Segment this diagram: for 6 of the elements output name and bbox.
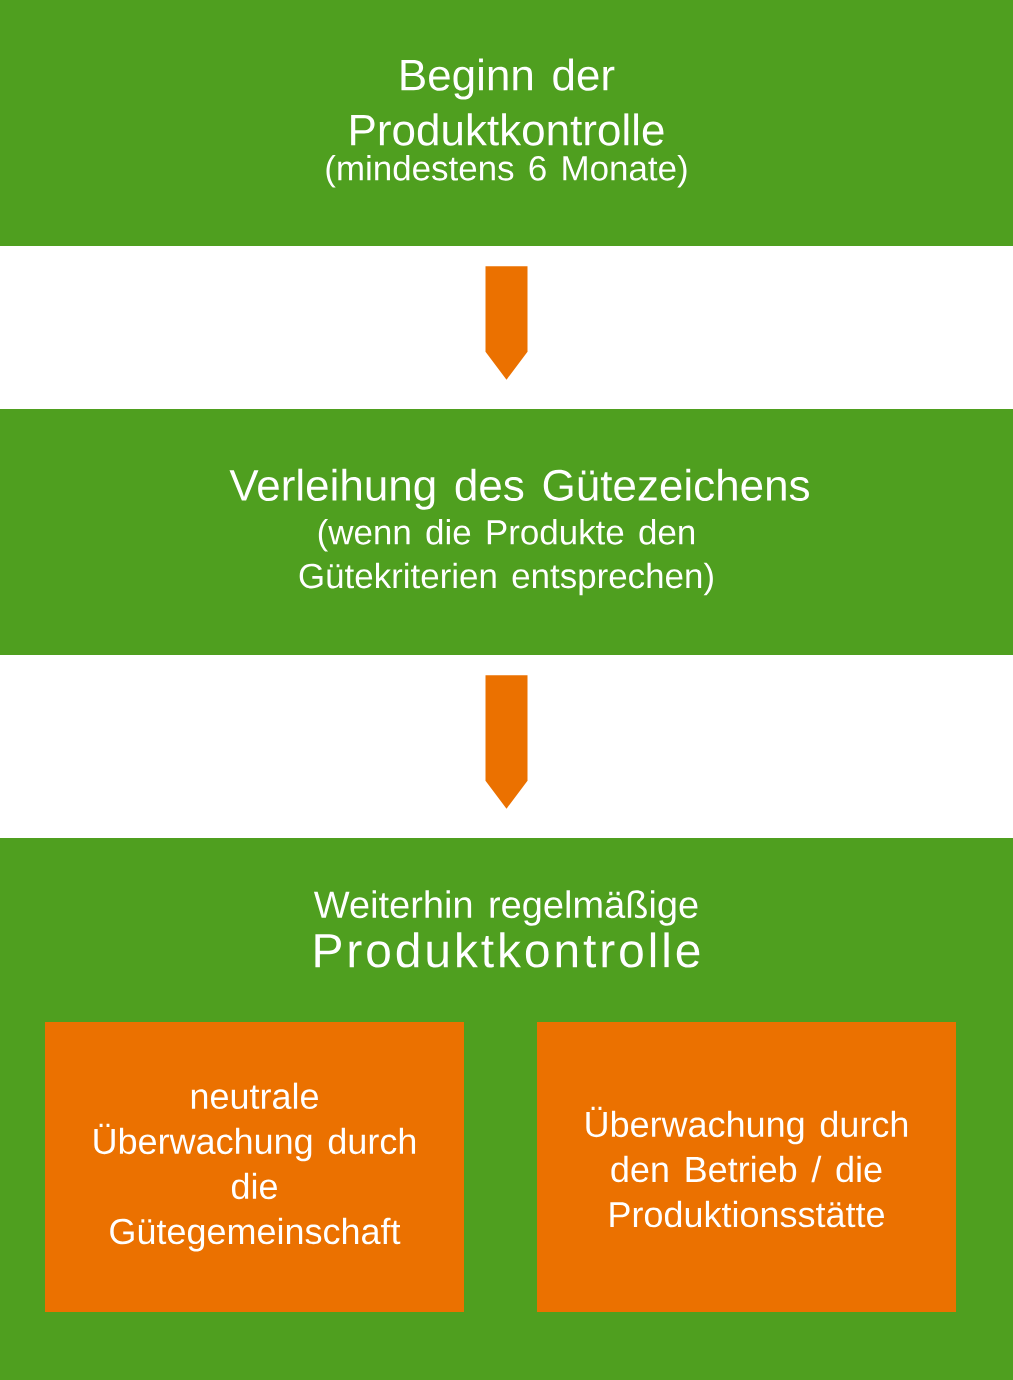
arrow <box>485 675 528 809</box>
monitoring-box: neutrale Überwachung durch die Gütegemeinschaft <box>45 1022 464 1312</box>
process-box: Verleihung des Gütezeichens (wenn die Produkte den Gütekriterien entsprechen) <box>0 409 1013 655</box>
arrow <box>485 266 528 380</box>
monitoring-box: Überwachung durch den Betrieb / die Produktionsstätte <box>537 1022 956 1312</box>
process-box: Beginn der Produktkontrolle (mindestens 6 Monate) <box>0 0 1013 246</box>
